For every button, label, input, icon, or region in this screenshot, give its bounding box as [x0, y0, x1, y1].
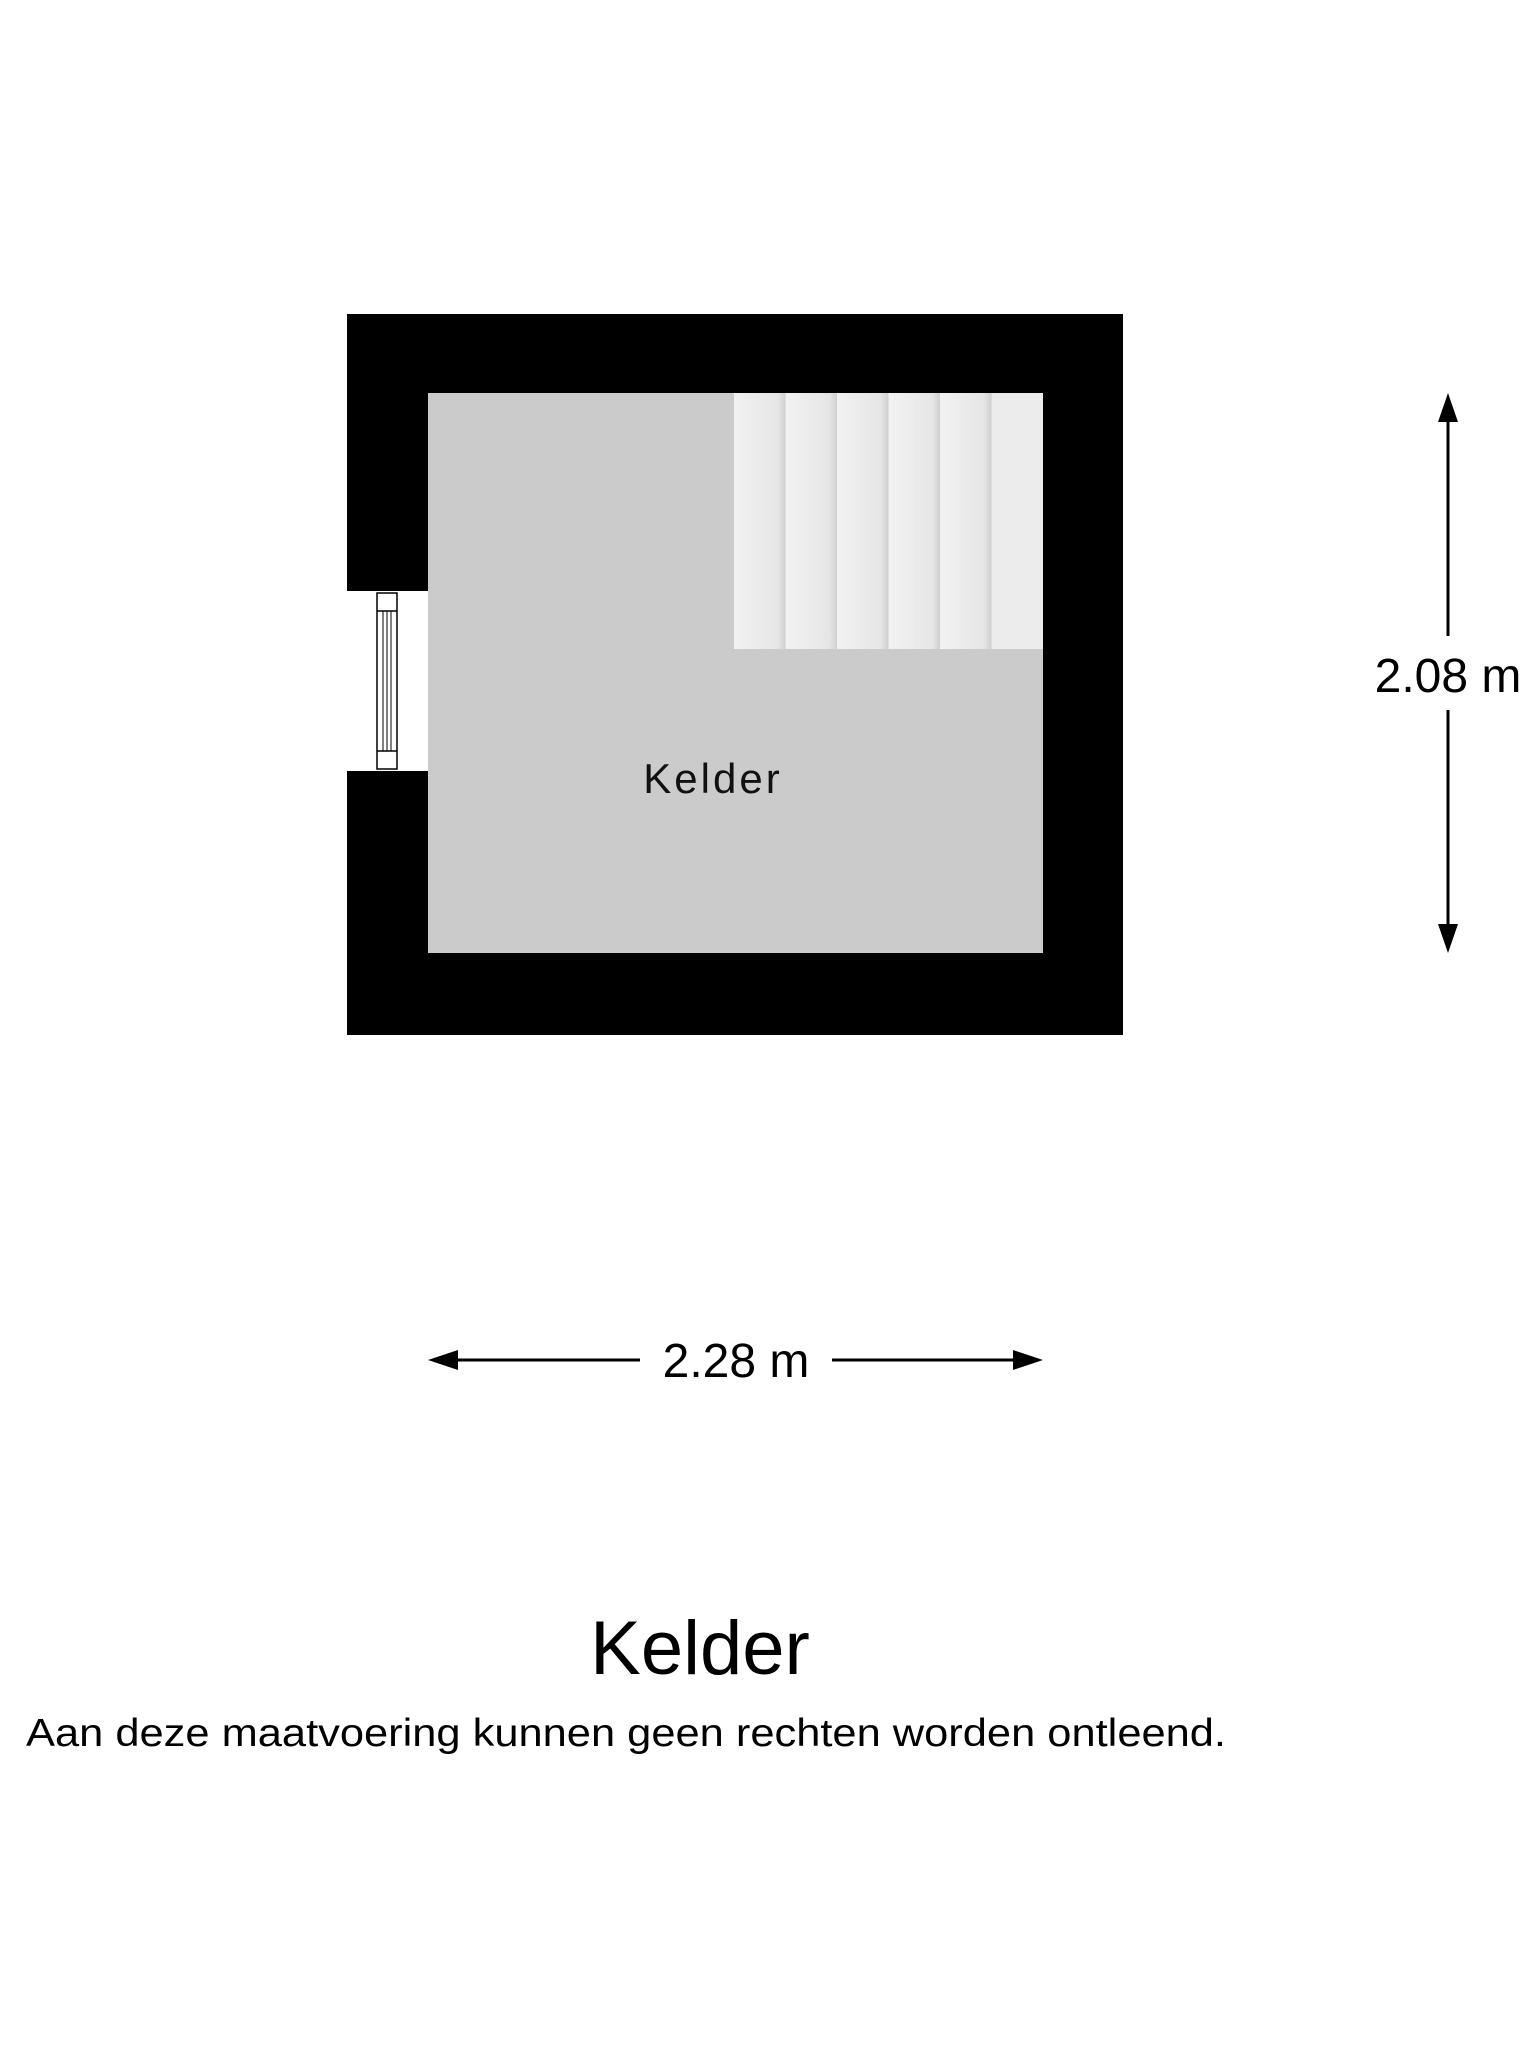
arrow-right-icon [1013, 1350, 1043, 1370]
width-label: 2.28 m [663, 1335, 810, 1388]
staircase [734, 393, 1043, 649]
width-dimension: 2.28 m [428, 1335, 1043, 1388]
arrow-left-icon [428, 1350, 458, 1370]
disclaimer: Aan deze maatvoering kunnen geen rechten… [26, 1712, 1226, 1755]
stair-step [837, 393, 889, 649]
height-label: 2.08 m [1375, 650, 1522, 703]
stair-step [940, 393, 992, 649]
window [376, 592, 398, 770]
stair-step [785, 393, 837, 649]
stair-step [888, 393, 940, 649]
room-label: Kelder [643, 755, 782, 802]
floor-title: Kelder [590, 1606, 810, 1691]
height-dimension: 2.08 m [1375, 393, 1522, 953]
arrow-down-icon [1438, 924, 1458, 953]
stair-step [991, 393, 1043, 649]
arrow-up-icon [1438, 393, 1458, 422]
stair-step [734, 393, 786, 649]
